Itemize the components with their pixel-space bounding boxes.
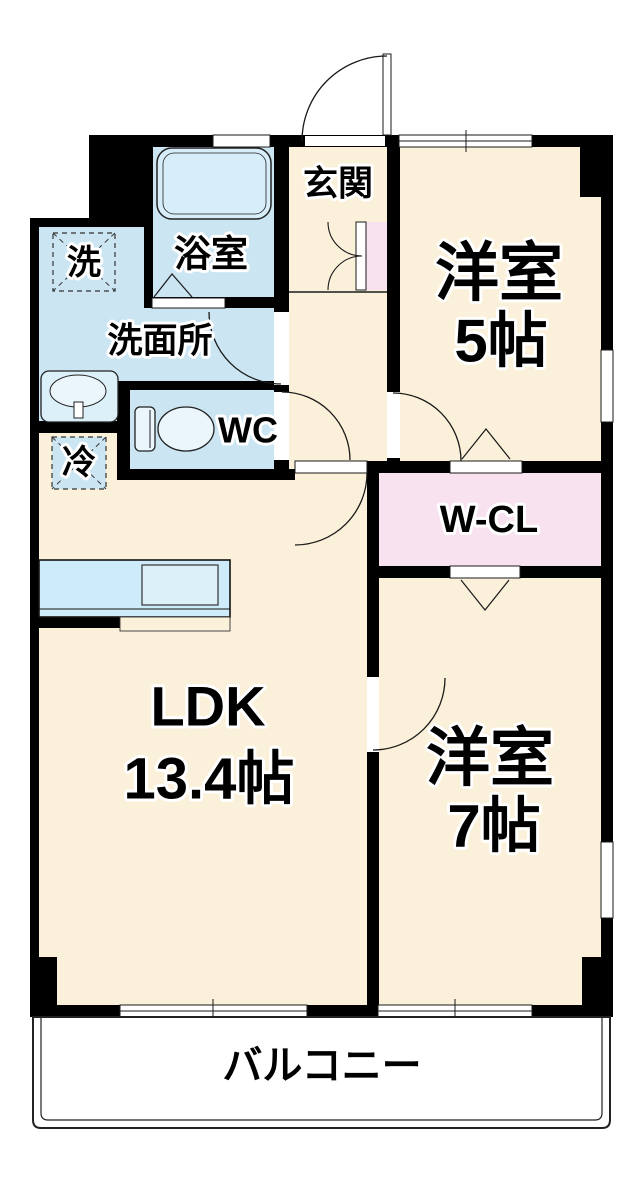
wall-bath-left <box>144 222 153 308</box>
western-room5-floor <box>395 140 607 470</box>
ldk-balcony-window <box>119 999 308 1023</box>
room5-door-opening <box>387 392 400 458</box>
room5-label: 洋室 <box>435 237 563 309</box>
fixtures <box>38 147 272 632</box>
shoe-closet-doors <box>327 221 367 291</box>
bath-top-window <box>212 134 271 148</box>
washing-machine-space <box>52 232 116 292</box>
bathroom-door <box>151 297 226 309</box>
entrance-opening <box>305 136 385 146</box>
balcony <box>32 1016 611 1129</box>
western-room7-floor <box>373 572 607 1010</box>
shoe-closet-floor <box>366 222 388 290</box>
bathroom-door-fold <box>153 273 193 298</box>
washroom-door-arc <box>208 311 282 385</box>
room5-door-arc <box>392 392 462 462</box>
wall-laundry-top <box>30 218 153 227</box>
room7-door-opening <box>367 677 379 752</box>
openings <box>119 53 614 1023</box>
balcony-inner-rail <box>40 1017 603 1121</box>
ldk-floor <box>35 425 373 1010</box>
wall-wc-left <box>117 381 130 480</box>
ldk-label: LDK <box>150 675 265 738</box>
entrance-door-arc <box>301 55 388 142</box>
genkan-label: 玄関 <box>303 165 373 204</box>
pillar-bottom-left <box>30 957 57 1017</box>
room-fills <box>35 140 607 1010</box>
balcony-outer-rail <box>32 1016 611 1129</box>
wall-wc-top <box>117 381 289 390</box>
wc-label: WC <box>218 410 278 451</box>
wc-door-arc <box>281 391 351 461</box>
room5-size: 5帖 <box>454 308 547 375</box>
bathtub-rim <box>162 152 267 215</box>
washroom-door-opening <box>274 312 289 385</box>
ldk-door-leaf <box>294 460 368 474</box>
wall-kitchen-counter-base <box>30 617 120 628</box>
balcony-label: バルコニー <box>222 1044 421 1088</box>
washstand <box>40 370 119 423</box>
wcl-door-south <box>449 565 521 611</box>
ldk-size: 13.4帖 <box>124 747 295 812</box>
room7-door-arc <box>372 677 446 751</box>
entrance-door-leaf <box>382 53 392 136</box>
kitchen-counter <box>38 559 231 632</box>
wcl-door-north <box>449 428 523 474</box>
pillar-top-right <box>580 135 613 197</box>
washroom-label: 洗面所 <box>107 322 212 361</box>
wc-door-opening <box>274 392 289 460</box>
wall-genkan-right <box>387 135 400 473</box>
room7-side-window <box>600 841 614 919</box>
bathroom-label: 浴室 <box>174 233 248 275</box>
ldk-door-arc <box>294 472 368 546</box>
wall-topleft-block <box>89 135 153 222</box>
refrigerator-label: 冷 <box>62 444 96 482</box>
refrigerator-space <box>51 436 107 490</box>
room7-label: 洋室 <box>426 722 554 794</box>
walkin-closet-floor <box>373 468 605 574</box>
wall-wc-bottom <box>117 469 295 480</box>
room5-top-window <box>398 130 533 152</box>
room7-size: 7帖 <box>447 793 540 860</box>
bathtub <box>156 147 272 220</box>
genkan-hall-floor <box>289 140 389 474</box>
labels: 玄関 洋室 5帖 浴室 洗 洗面所 WC 冷 W-CL LDK 13.4帖 洋室… <box>59 162 566 1092</box>
laundry-label: 洗 <box>67 244 101 282</box>
toilet <box>134 406 215 452</box>
wcl-label: W-CL <box>440 499 538 541</box>
room5-side-window <box>600 349 614 423</box>
wall-sink-bottom <box>30 421 119 433</box>
